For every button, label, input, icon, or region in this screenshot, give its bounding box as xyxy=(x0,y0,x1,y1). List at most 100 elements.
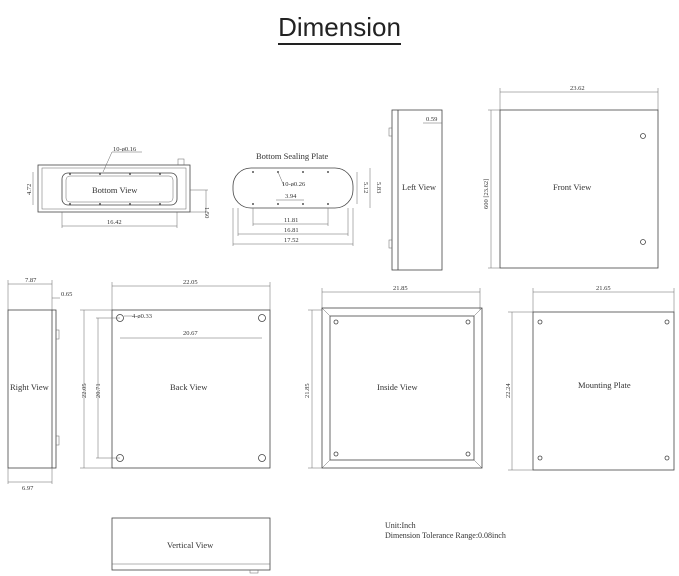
bottom-hole-marker xyxy=(159,203,161,205)
bottom-hole-marker xyxy=(129,173,131,175)
bottom-view-label: Bottom View xyxy=(92,185,138,195)
back-w-dim: 22.05 xyxy=(183,279,198,286)
back-hole-h-dim: 20.71 xyxy=(95,383,102,398)
bottom-hole-dim: 10-ø0.16 xyxy=(113,146,137,153)
inside-stud-icon xyxy=(465,451,471,457)
bottom-hole-marker xyxy=(129,203,131,205)
inside-stud-icon xyxy=(465,319,471,325)
front-h-dim: 600 [23.62] xyxy=(483,179,490,209)
seal-hole-marker xyxy=(302,171,304,173)
inside-view: 21.85 21.85 Inside View xyxy=(304,285,483,469)
right-view-hinge xyxy=(55,435,60,446)
seal-h-dim: 5.12 xyxy=(362,182,369,193)
right-t-dim: 0.65 xyxy=(61,291,72,298)
vertical-view-label: Vertical View xyxy=(167,540,214,550)
inside-corner-line xyxy=(321,307,331,317)
right-view-hinge xyxy=(55,329,60,340)
front-view-label: Front View xyxy=(553,182,592,192)
vertical-view-outline xyxy=(111,517,271,571)
right-view-label: Right View xyxy=(10,382,50,392)
bottom-hole-marker xyxy=(159,173,161,175)
bottom-hole-marker xyxy=(99,173,101,175)
left-view-hinge xyxy=(388,127,393,137)
seal-h2-dim: 5.83 xyxy=(375,182,382,193)
inside-stud-icon xyxy=(333,451,339,457)
bottom-view-latch xyxy=(177,158,185,166)
left-depth-dim: 0.59 xyxy=(426,116,437,123)
back-mount-hole-icon xyxy=(258,454,266,462)
seal-w4-dim: 17.52 xyxy=(284,237,299,244)
unit-note: Unit:Inch xyxy=(385,521,416,530)
mount-slot-icon xyxy=(664,455,670,461)
front-view: 23.62 600 [23.62] Front View xyxy=(483,85,659,269)
bottom-h2-dim: 1.50 xyxy=(203,207,210,218)
back-mount-hole-icon xyxy=(258,314,266,322)
bottom-sealing-plate-label: Bottom Sealing Plate xyxy=(256,151,328,161)
front-view-outline xyxy=(499,109,659,269)
back-view: 22.05 4-ø0.33 20.67 22.05 20.71 Back Vie… xyxy=(80,279,271,469)
mount-slot-icon xyxy=(537,455,543,461)
inside-view-label: Inside View xyxy=(377,382,419,392)
sealing-plate-outline xyxy=(232,167,354,209)
bottom-hole-marker xyxy=(69,203,71,205)
bottom-view-outline xyxy=(37,164,191,213)
seal-hole-marker xyxy=(277,203,279,205)
back-hole-w-dim: 20.67 xyxy=(183,330,198,337)
mounting-plate-outline xyxy=(532,311,675,471)
seal-hole-dim: 10-ø0.26 xyxy=(282,181,306,188)
front-lock-icon xyxy=(640,133,646,139)
left-view-outline xyxy=(391,109,443,271)
mount-h-dim: 22.24 xyxy=(505,383,512,398)
seal-hole-leader xyxy=(277,171,285,187)
mount-w-dim: 21.65 xyxy=(596,285,611,292)
right-d-dim: 6.97 xyxy=(22,485,34,492)
seal-w1-dim: 3.94 xyxy=(285,193,297,200)
inside-view-inner xyxy=(329,315,475,461)
bottom-view-opening xyxy=(61,172,178,206)
bottom-hole-marker xyxy=(99,203,101,205)
back-view-outline xyxy=(111,309,271,469)
right-view-outline xyxy=(7,309,57,469)
bottom-hole-leader xyxy=(102,151,113,173)
inside-view-outline xyxy=(321,307,483,469)
seal-hole-marker xyxy=(327,171,329,173)
bottom-sealing-plate: Bottom Sealing Plate 10-ø0.26 3.94 11.81… xyxy=(232,151,382,246)
seal-hole-marker xyxy=(302,203,304,205)
inside-w-dim: 21.85 xyxy=(393,285,408,292)
bottom-hole-marker xyxy=(69,173,71,175)
page-title: Dimension xyxy=(0,12,679,45)
back-hole-dim: 4-ø0.33 xyxy=(132,313,152,320)
bottom-view-inner-edge xyxy=(41,167,187,210)
left-view: Left View 0.59 xyxy=(388,109,443,271)
bottom-h1-dim: 4.72 xyxy=(26,184,33,195)
right-w-dim: 7.87 xyxy=(25,277,37,284)
vertical-view-latch xyxy=(249,569,259,574)
inside-corner-line xyxy=(321,459,331,469)
seal-w3-dim: 16.81 xyxy=(284,227,299,234)
mounting-plate: 21.65 22.24 Mounting Plate xyxy=(505,285,675,471)
bottom-w-dim: 16.42 xyxy=(107,219,122,226)
mount-slot-icon xyxy=(664,319,670,325)
left-view-hinge xyxy=(388,239,393,249)
right-view: 7.87 0.65 Right View 6.97 xyxy=(7,277,72,492)
inside-corner-line xyxy=(473,459,483,469)
notes: Unit:Inch Dimension Tolerance Range:0.08… xyxy=(385,521,506,540)
tolerance-note: Dimension Tolerance Range:0.08inch xyxy=(385,531,506,540)
bottom-view: Bottom View 10-ø0.16 4.72 1.50 16.42 xyxy=(26,146,210,228)
back-view-label: Back View xyxy=(170,382,208,392)
seal-hole-marker xyxy=(327,203,329,205)
inside-stud-icon xyxy=(333,319,339,325)
seal-hole-marker xyxy=(252,203,254,205)
back-h-dim: 22.05 xyxy=(81,383,88,398)
front-lock-icon xyxy=(640,239,646,245)
mounting-plate-label: Mounting Plate xyxy=(578,380,631,390)
mount-slot-icon xyxy=(537,319,543,325)
seal-hole-marker xyxy=(252,171,254,173)
front-w-dim: 23.62 xyxy=(570,85,585,92)
inside-corner-line xyxy=(473,307,483,317)
bottom-view-opening-inner xyxy=(65,175,174,203)
left-view-label: Left View xyxy=(402,182,437,192)
vertical-view: Vertical View xyxy=(111,517,271,574)
